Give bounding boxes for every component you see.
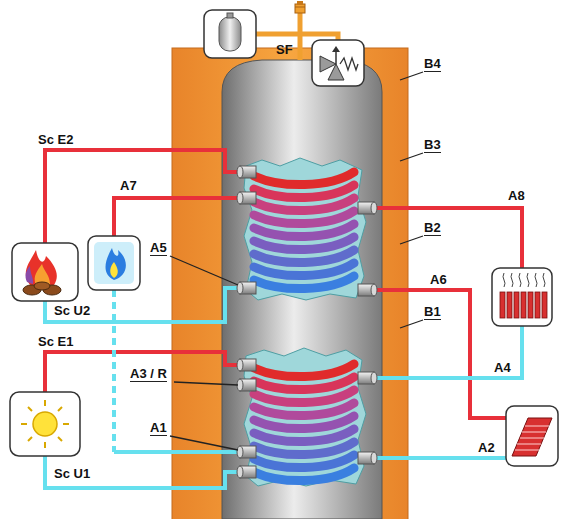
callout-label: A5 bbox=[150, 240, 167, 256]
cutaway-lower bbox=[244, 348, 366, 486]
callout-label: A6 bbox=[430, 272, 447, 287]
leader-lines bbox=[170, 72, 423, 450]
callout-label: B2 bbox=[424, 220, 441, 236]
callout-label: A7 bbox=[120, 178, 137, 193]
callout-label: B3 bbox=[424, 137, 441, 153]
callout-label: A8 bbox=[508, 188, 525, 203]
radiator-icon bbox=[492, 268, 552, 326]
safety-valve-icon bbox=[312, 40, 364, 86]
callout-label: A1 bbox=[150, 420, 167, 436]
callout-label: B4 bbox=[424, 56, 441, 72]
callout-label: Sc U2 bbox=[54, 303, 90, 318]
callout-label: B1 bbox=[424, 304, 441, 320]
gas-boiler-icon bbox=[88, 236, 140, 290]
callout-label: SF bbox=[276, 42, 293, 57]
callout-label: A2 bbox=[478, 440, 495, 455]
callout-label: A4 bbox=[494, 360, 511, 375]
floor-heating-icon bbox=[506, 406, 558, 466]
callout-label: A3 / R bbox=[130, 366, 167, 382]
expansion-vessel-icon bbox=[204, 10, 256, 58]
callout-label: Sc E1 bbox=[38, 334, 73, 349]
insulation bbox=[172, 48, 408, 519]
air-vent bbox=[295, 1, 305, 13]
solid-fuel-boiler-icon bbox=[12, 243, 78, 301]
solar-collector-icon bbox=[10, 392, 80, 456]
lower-coil bbox=[254, 364, 354, 481]
cutaway-upper bbox=[244, 158, 366, 300]
callout-label: Sc E2 bbox=[38, 132, 73, 147]
steel-tank bbox=[222, 60, 382, 519]
tank-ports bbox=[237, 166, 377, 478]
right-pipes bbox=[372, 208, 522, 458]
callout-label: Sc U1 bbox=[54, 466, 90, 481]
upper-coil bbox=[254, 172, 354, 289]
